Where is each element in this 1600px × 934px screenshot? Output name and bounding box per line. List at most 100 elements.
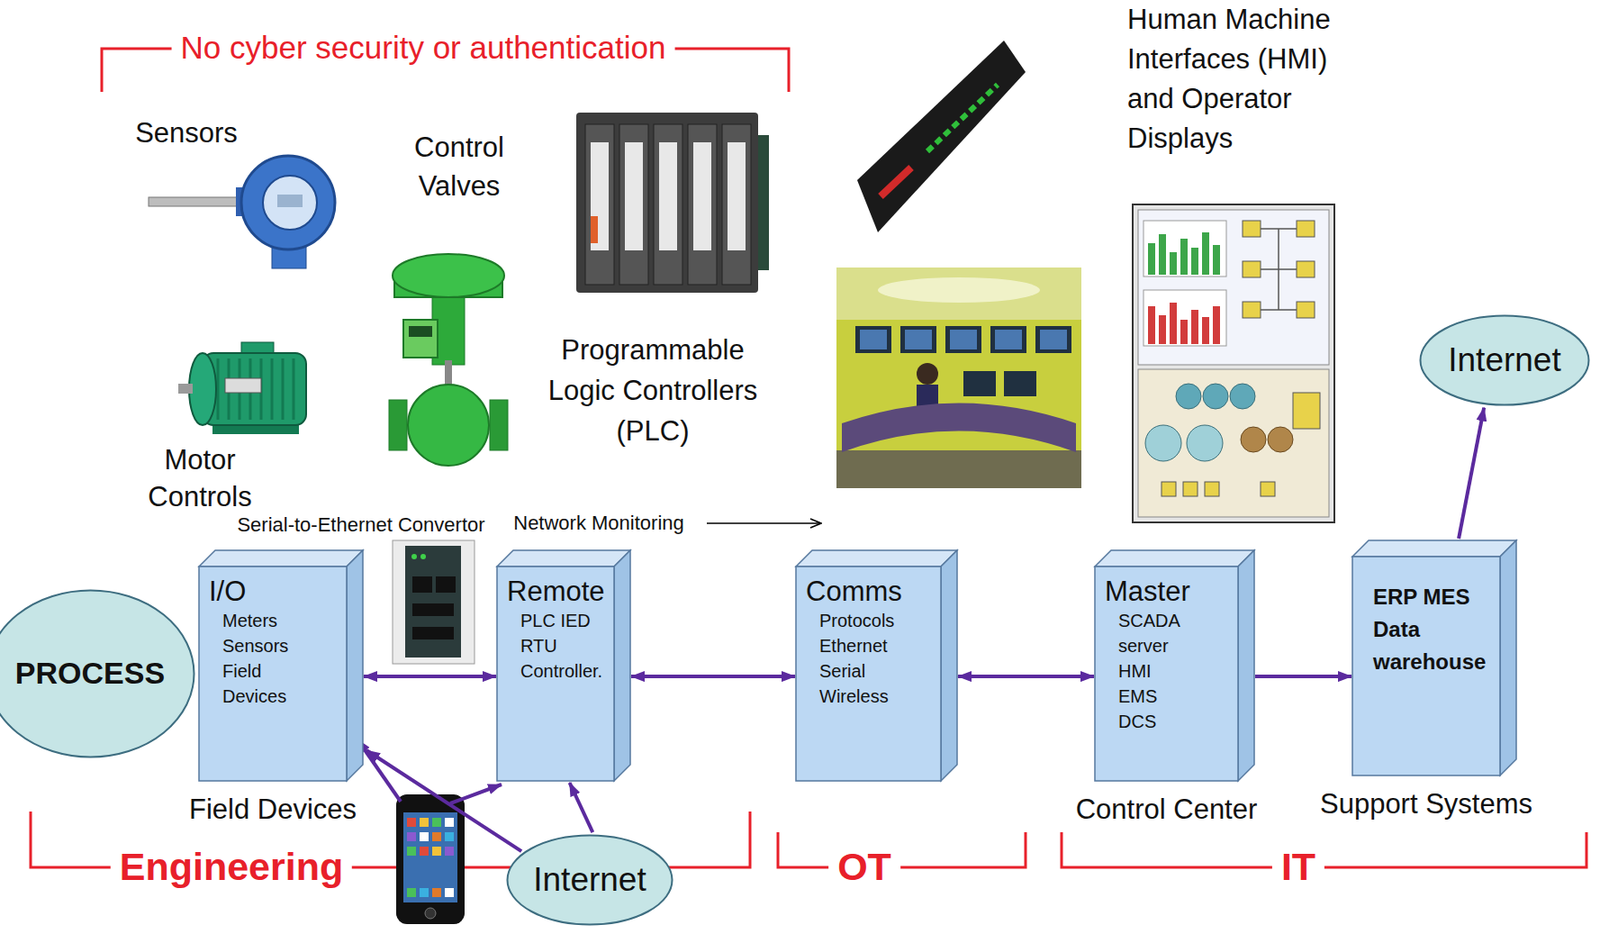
phone-picture bbox=[432, 817, 442, 827]
converter-picture bbox=[411, 553, 417, 560]
part-label: Motor Controls bbox=[136, 441, 263, 516]
motor-picture bbox=[189, 352, 217, 425]
part-label: Programmable Logic Controllers (PLC) bbox=[535, 329, 770, 452]
box-heading: Master bbox=[1094, 575, 1191, 608]
sensor-picture bbox=[277, 194, 303, 208]
box-top-face bbox=[497, 550, 631, 567]
ellipse-outline bbox=[507, 835, 673, 925]
ellipse-outline bbox=[0, 590, 194, 758]
plc-picture bbox=[576, 112, 759, 293]
phone-picture bbox=[406, 887, 416, 897]
part-label: Human Machine Interfaces (HMI) and Opera… bbox=[1127, 0, 1353, 159]
plc-picture bbox=[687, 124, 717, 285]
hmi-screen-picture bbox=[1260, 228, 1297, 310]
box-caption: Support Systems bbox=[1319, 787, 1533, 821]
box-front-face bbox=[497, 566, 615, 781]
internet-ellipse: Internet bbox=[1419, 314, 1591, 407]
hmi-screen-picture bbox=[1169, 302, 1177, 344]
hmi-screen-picture bbox=[1296, 220, 1315, 237]
control-room-picture bbox=[1039, 329, 1067, 350]
link-arrow bbox=[569, 782, 594, 832]
hmi-screen-picture bbox=[1138, 209, 1329, 365]
phone-picture bbox=[419, 846, 429, 856]
monitoring-arrow bbox=[706, 522, 822, 525]
motor-picture bbox=[178, 342, 307, 434]
red-bracket bbox=[30, 48, 1587, 868]
zone-label: No cyber security or authentication bbox=[171, 29, 676, 66]
hmi-screen-picture bbox=[1204, 481, 1220, 497]
led-display-picture bbox=[857, 40, 1026, 233]
valve-picture bbox=[403, 319, 438, 358]
box-top-face bbox=[1094, 550, 1255, 567]
valve-picture bbox=[444, 360, 452, 388]
ellipse-label: PROCESS bbox=[15, 655, 165, 691]
ellipse-outline bbox=[1420, 316, 1590, 406]
control-room-picture bbox=[836, 267, 1082, 489]
ellipse-label: Internet bbox=[1447, 341, 1561, 380]
hmi-screen-picture bbox=[1202, 383, 1229, 409]
valve-picture bbox=[388, 399, 407, 451]
plc-picture bbox=[585, 124, 615, 285]
zone-label: IT bbox=[1272, 844, 1325, 889]
hmi-screen-picture bbox=[1212, 244, 1221, 275]
part-label: Control Valves bbox=[396, 127, 523, 206]
control-room-picture bbox=[877, 277, 1040, 303]
control-room-picture bbox=[945, 325, 982, 353]
part-label: Network Monitoring bbox=[513, 512, 685, 534]
phone-picture bbox=[396, 794, 465, 924]
link-arrow bbox=[1458, 407, 1484, 539]
control-room-picture bbox=[855, 325, 892, 353]
hmi-screen-picture bbox=[1138, 369, 1329, 517]
hmi-screen-picture bbox=[1180, 319, 1188, 344]
control-room-picture bbox=[836, 267, 1082, 489]
hmi-screen-picture bbox=[1169, 252, 1177, 275]
led-display-picture bbox=[927, 84, 998, 152]
hmi-screen-picture bbox=[1148, 306, 1156, 344]
plc-picture bbox=[659, 142, 678, 251]
phone-picture bbox=[396, 794, 465, 924]
part-label: Serial-to-Ethernet Convertor bbox=[236, 514, 485, 536]
box-side-face bbox=[346, 550, 363, 781]
converter-picture bbox=[392, 540, 475, 664]
internet-ellipse: Internet bbox=[506, 833, 674, 926]
hmi-screen-picture bbox=[1191, 247, 1199, 275]
phone-picture bbox=[444, 817, 454, 827]
plc-picture bbox=[590, 216, 598, 244]
phone-picture bbox=[444, 846, 454, 856]
phone-picture bbox=[432, 846, 442, 856]
box-caption: Control Center bbox=[1075, 793, 1258, 826]
motor-picture bbox=[217, 358, 294, 420]
hmi-screen-picture bbox=[1175, 383, 1202, 409]
master-box: MasterSCADA server HMI EMS DCSControl Ce… bbox=[1094, 566, 1239, 781]
part-label: Sensors bbox=[135, 117, 238, 150]
control-room-picture bbox=[949, 329, 977, 350]
control-room-picture bbox=[836, 450, 1082, 489]
phone-picture bbox=[444, 831, 454, 841]
box-front-face bbox=[198, 566, 347, 781]
sensor-picture bbox=[241, 155, 335, 250]
box-front-face bbox=[1352, 556, 1501, 776]
converter-picture bbox=[405, 545, 462, 658]
led-display-picture bbox=[880, 167, 912, 197]
plc-picture bbox=[619, 124, 649, 285]
hmi-screen-picture bbox=[1183, 481, 1198, 497]
hmi-screen-picture bbox=[1212, 306, 1221, 344]
hmi-screen-picture bbox=[1296, 301, 1315, 318]
comms-box: CommsProtocols Ethernet Serial Wireless bbox=[795, 566, 941, 781]
control-room-picture bbox=[836, 267, 1082, 320]
box-top-face bbox=[1352, 540, 1517, 557]
hmi-screen-picture bbox=[1145, 424, 1182, 462]
red-bracket bbox=[777, 831, 1026, 868]
control-room-picture bbox=[904, 329, 932, 350]
hmi-screen-picture bbox=[1267, 426, 1293, 452]
motor-picture bbox=[225, 378, 262, 393]
hmi-screen-picture bbox=[1292, 392, 1320, 429]
plc-picture bbox=[693, 142, 712, 251]
sensor-picture bbox=[262, 175, 317, 230]
box-front-face bbox=[795, 566, 941, 781]
box-caption: Field Devices bbox=[189, 793, 357, 826]
hmi-screen-picture bbox=[1242, 220, 1261, 237]
phone-picture bbox=[419, 831, 429, 841]
phone-picture bbox=[424, 907, 436, 919]
phone-arrow bbox=[450, 784, 502, 804]
